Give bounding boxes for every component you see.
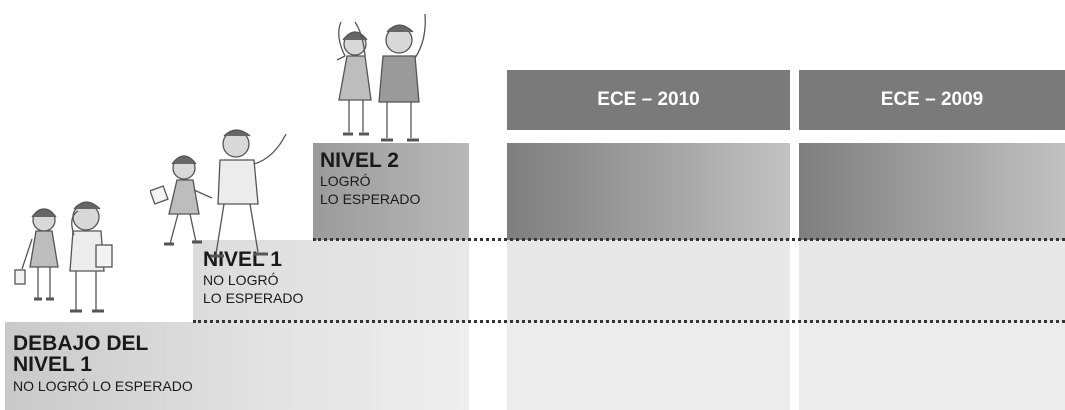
kids-nivel2-illustration	[336, 13, 426, 142]
debajo-nivel1-step	[5, 322, 469, 410]
cell-ece2010-debajo	[507, 322, 790, 410]
separator-nivel1-debajo	[193, 320, 1065, 323]
nivel2-subtitle-line1: LOGRÓ	[320, 173, 371, 189]
debajo-subtitle: NO LOGRÓ LO ESPERADO	[13, 378, 193, 394]
cell-ece2010-nivel1	[507, 240, 790, 322]
debajo-title-line2: NIVEL 1	[13, 353, 92, 376]
nivel2-step	[313, 143, 469, 240]
column-header-ece-2010: ECE – 2010	[507, 70, 790, 130]
cell-ece2009-debajo	[799, 322, 1065, 410]
column-header-label: ECE – 2009	[880, 89, 984, 110]
nivel1-subtitle-line2: LO ESPERADO	[203, 289, 304, 306]
column-header-ece-2009: ECE – 2009	[799, 70, 1065, 130]
nivel1-step	[193, 240, 469, 322]
nivel1-subtitle-line1: NO LOGRÓ	[203, 272, 279, 288]
nivel2-title: NIVEL 2	[320, 149, 399, 172]
cell-ece2009-nivel2	[799, 143, 1065, 240]
debajo-label: DEBAJO DEL NIVEL 1 NO LOGRÓ LO ESPERADO	[13, 333, 193, 396]
separator-nivel2-nivel1	[313, 238, 1065, 241]
kids-debajo-illustration	[14, 201, 113, 313]
cell-ece2010-nivel2	[507, 143, 790, 240]
cell-ece2009-nivel1	[799, 240, 1065, 322]
nivel2-label: NIVEL 2 LOGRÓ LO ESPERADO	[320, 150, 420, 208]
column-header-label: ECE – 2010	[597, 89, 700, 110]
debajo-title-line1: DEBAJO DEL	[13, 332, 149, 355]
nivel2-subtitle-line2: LO ESPERADO	[320, 190, 421, 207]
kids-nivel1-illustration	[150, 129, 287, 258]
